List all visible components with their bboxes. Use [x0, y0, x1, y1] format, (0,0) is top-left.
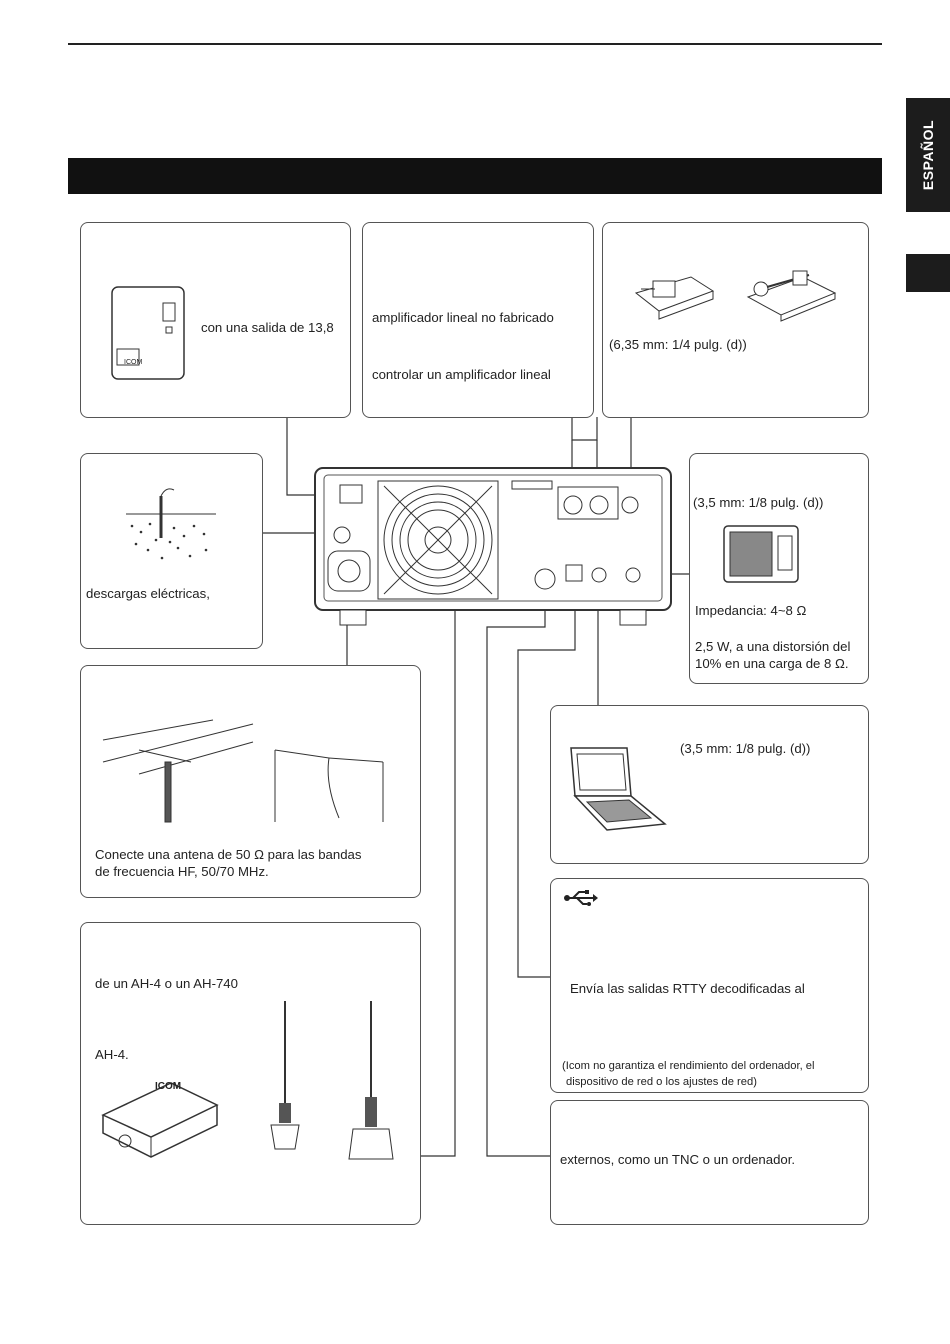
- antenna-box: Conecte una antena de 50 Ω para las band…: [80, 665, 421, 898]
- linear-amp-text-1: amplificador lineal no fabricado: [372, 310, 554, 325]
- computer-box: (3,5 mm: 1/8 pulg. (d)): [550, 705, 869, 864]
- yagi-antenna-image: [102, 719, 254, 823]
- section-title-bar: [68, 158, 882, 194]
- ext-speaker-output-2: 10% en una carga de 8 Ω.: [695, 656, 849, 671]
- straight-key-image: [746, 270, 837, 322]
- tuner-text-2: AH-4.: [95, 1047, 129, 1062]
- acc-box: externos, como un TNC o un ordenador.: [550, 1100, 869, 1225]
- linear-amp-text-2: controlar un amplificador lineal: [372, 367, 551, 382]
- linear-amp-box: amplificador lineal no fabricado control…: [362, 222, 594, 418]
- power-supply-box: ICOM con una salida de 13,8: [80, 222, 351, 418]
- ah4-tuner-image: [101, 1082, 219, 1158]
- usb-text: Envía las salidas RTTY decodificadas al: [570, 981, 805, 996]
- section-tab[interactable]: [906, 254, 950, 292]
- antenna-text-1: Conecte una antena de 50 Ω para las band…: [95, 847, 362, 862]
- paddle-key-image: [634, 276, 715, 320]
- ground-text: descargas eléctricas,: [86, 586, 210, 601]
- laptop-image: [570, 747, 667, 831]
- cw-key-box: (6,35 mm: 1/4 pulg. (d)): [602, 222, 869, 418]
- power-supply-text: con una salida de 13,8: [201, 320, 334, 335]
- antenna-text-2: de frecuencia HF, 50/70 MHz.: [95, 864, 269, 879]
- usb-box: Envía las salidas RTTY decodificadas al …: [550, 878, 869, 1093]
- radio-rear-panel: [314, 467, 672, 626]
- ext-speaker-impedance: Impedancia: 4~8 Ω: [695, 603, 807, 618]
- computer-text: (3,5 mm: 1/8 pulg. (d)): [680, 741, 811, 756]
- ground-rod-image: [126, 488, 216, 560]
- ext-speaker-box: (3,5 mm: 1/8 pulg. (d)) Impedancia: 4~8 …: [689, 453, 869, 684]
- usb-note-1: (Icom no garantiza el rendimiento del or…: [562, 1060, 815, 1072]
- usb-note-2: dispositivo de red o los ajustes de red): [566, 1076, 757, 1088]
- tuner-logo: ICOM: [155, 1081, 182, 1092]
- power-supply-image: [111, 286, 185, 380]
- power-supply-logo: ICOM: [124, 359, 143, 366]
- ext-speaker-output-1: 2,5 W, a una distorsión del: [695, 639, 851, 654]
- acc-text: externos, como un TNC o un ordenador.: [560, 1152, 796, 1167]
- whip-antenna-image: [270, 1001, 300, 1150]
- language-tab[interactable]: ESPAÑOL: [906, 98, 950, 212]
- top-rule: [68, 43, 882, 45]
- tuner-text-1: de un AH-4 o un AH-740: [95, 976, 238, 991]
- ground-box: descargas eléctricas,: [80, 453, 263, 649]
- mobile-antenna-image: [348, 1001, 394, 1160]
- usb-icon: [564, 890, 598, 906]
- dipole-antenna-image: [274, 749, 384, 822]
- tuner-box: de un AH-4 o un AH-740 AH-4. ICOM: [80, 922, 421, 1225]
- speaker-image: [723, 525, 799, 583]
- ext-speaker-plug-text: (3,5 mm: 1/8 pulg. (d)): [693, 495, 824, 510]
- cw-key-text: (6,35 mm: 1/4 pulg. (d)): [609, 337, 747, 352]
